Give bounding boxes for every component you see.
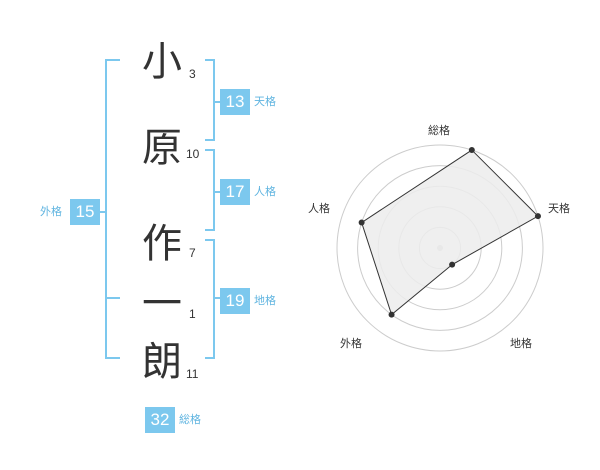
radar-point-2 — [534, 213, 541, 220]
radar-axis-label-1: 総格 — [428, 124, 450, 137]
tenkaku-label: 天格 — [254, 95, 276, 108]
soukaku-label: 総格 — [179, 413, 201, 426]
stroke-count-4: 1 — [189, 307, 196, 321]
tenkaku-badge: 13 — [220, 89, 250, 115]
name-char-4: 一 — [142, 281, 182, 327]
jinkaku-bracket — [205, 149, 215, 231]
radar-point-5 — [358, 219, 365, 226]
stroke-count-5: 11 — [186, 367, 199, 381]
radar-point-3 — [449, 261, 456, 268]
name-char-5: 朗 — [142, 339, 182, 385]
name-char-3: 作 — [142, 221, 182, 267]
radar-ring — [357, 165, 523, 331]
jinkaku-label: 人格 — [254, 185, 276, 198]
radar-axis-label-4: 外格 — [340, 337, 362, 350]
stroke-count-2: 10 — [186, 147, 200, 161]
radar-series-polygon — [361, 149, 539, 316]
radar-point-4 — [388, 311, 395, 318]
stroke-count-3: 7 — [189, 246, 196, 260]
soukaku-badge: 32 — [145, 407, 175, 433]
chikaku-label: 地格 — [254, 294, 276, 307]
jinkaku-badge: 17 — [220, 179, 250, 205]
gaikaku-bracket — [105, 59, 120, 359]
gaikaku-badge: 15 — [70, 199, 100, 225]
radar-ring — [336, 144, 544, 352]
radar-axis-label-5: 人格 — [308, 202, 330, 215]
radar-axis-label-3: 地格 — [510, 337, 532, 350]
stroke-count-1: 3 — [189, 67, 196, 81]
name-char-1: 小 — [142, 39, 182, 85]
radar-axis-label-2: 天格 — [548, 202, 570, 215]
radar-point-1 — [468, 147, 475, 154]
tenkaku-bracket — [205, 59, 215, 141]
chikaku-badge: 19 — [220, 288, 250, 314]
name-char-2: 原 — [142, 125, 182, 171]
gaikaku-label: 外格 — [40, 205, 62, 218]
